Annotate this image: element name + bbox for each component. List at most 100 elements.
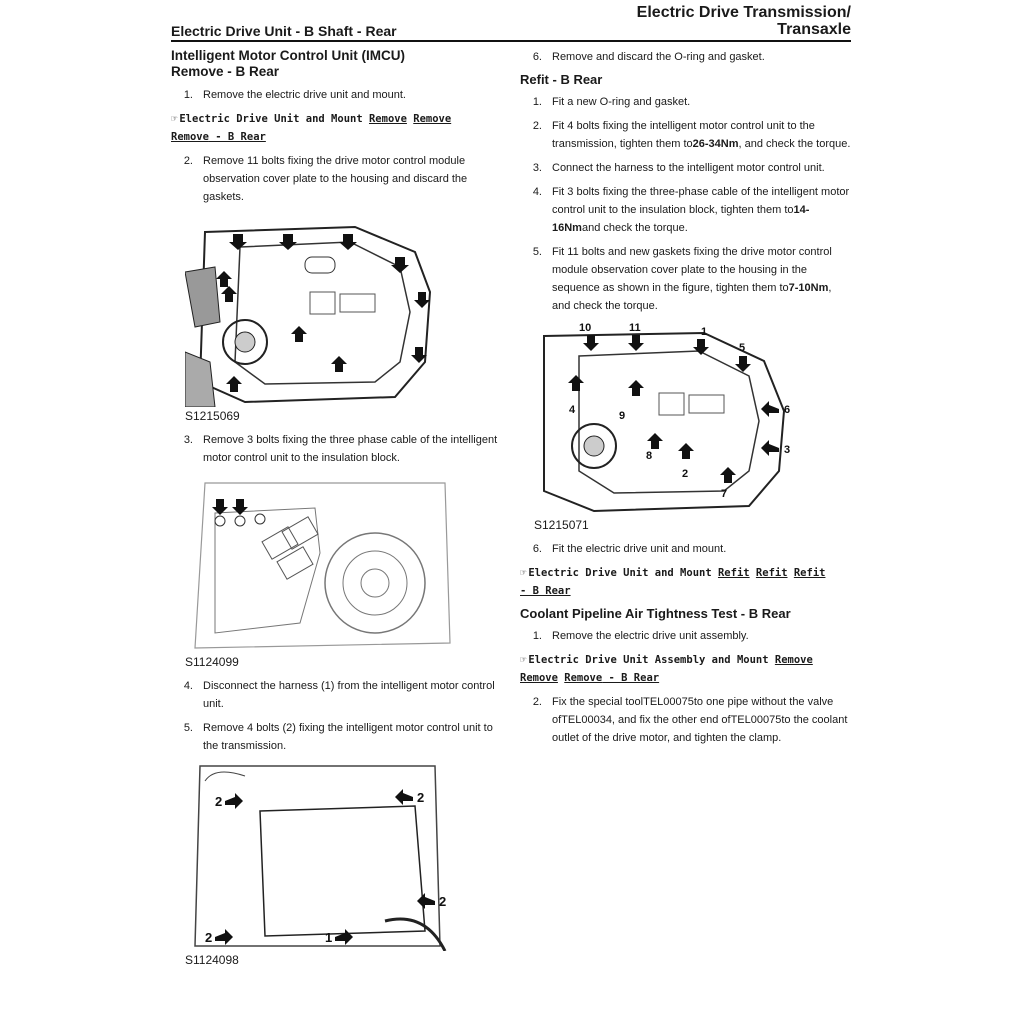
left-column: Intelligent Motor Control Unit (IMCU) Re… <box>171 48 501 975</box>
step-number: 6. <box>532 51 542 63</box>
figure-three-phase: S1124099 <box>185 473 501 669</box>
callout-2: 2 <box>205 930 212 945</box>
step-text-pre: Fit 3 bolts fixing the three-phase cable… <box>552 186 850 216</box>
ref-link-remove[interactable]: Remove <box>520 672 558 684</box>
header-right-title: Electric Drive Transmission/ Transaxle <box>637 4 851 38</box>
step-text: Fit 3 bolts fixing the three-phase cable… <box>552 183 852 237</box>
ref-link-remove[interactable]: Remove <box>774 654 813 666</box>
step-number: 5. <box>532 246 542 258</box>
seq-callout: 1 <box>701 326 707 338</box>
step-number: 2. <box>532 120 542 132</box>
ref-link-remove[interactable]: Remove <box>413 113 452 125</box>
step-text: Remove the electric drive unit assembly. <box>552 630 749 642</box>
step-number: 4. <box>532 186 542 198</box>
ref-link-refit[interactable]: Refit <box>793 567 826 579</box>
step-number: 1. <box>183 89 193 101</box>
step-text: Fix the special toolTEL00075to one pipe … <box>552 696 848 744</box>
figure-bolt-sequence: 10 11 1 5 4 9 6 8 3 2 7 S1215071 <box>534 321 852 532</box>
callout-2: 2 <box>417 790 424 805</box>
coolant-step-2: 2. Fix the special toolTEL00075to one pi… <box>520 693 852 747</box>
refit-step-6: 6. Fit the electric drive unit and mount… <box>520 540 852 558</box>
step-number: 3. <box>532 162 542 174</box>
step-text-pre: Fit 11 bolts and new gaskets fixing the … <box>552 246 832 294</box>
step-text: Remove and discard the O-ring and gasket… <box>552 51 765 63</box>
coolant-test-title: Coolant Pipeline Air Tightness Test - B … <box>520 606 791 621</box>
seq-callout: 5 <box>739 342 745 354</box>
right-column: 6. Remove and discard the O-ring and gas… <box>520 48 852 753</box>
step-text: Remove the electric drive unit and mount… <box>203 89 406 101</box>
step-number: 5. <box>183 722 193 734</box>
seq-callout: 8 <box>646 450 652 462</box>
seq-callout: 4 <box>569 404 576 416</box>
ref-link-refit[interactable]: Refit <box>755 567 788 579</box>
seq-callout: 6 <box>784 404 790 416</box>
header-right-line2: Transaxle <box>777 21 851 38</box>
refit-step-5: 5. Fit 11 bolts and new gaskets fixing t… <box>520 243 852 315</box>
figure-label: S1215069 <box>185 409 240 423</box>
ref-text: Electric Drive Unit and Mount <box>179 113 363 125</box>
callout-2: 2 <box>215 794 222 809</box>
step-text: Fit 11 bolts and new gaskets fixing the … <box>552 243 852 315</box>
coolant-step-1: 1. Remove the electric drive unit assemb… <box>520 627 852 645</box>
refit-title: Refit - B Rear <box>520 72 603 87</box>
seq-callout: 11 <box>629 322 641 334</box>
figure-imcu-bolts: 2 2 2 2 1 S1124098 <box>185 761 501 967</box>
refit-step-4: 4. Fit 3 bolts fixing the three-phase ca… <box>520 183 852 237</box>
figure-label: S1124098 <box>185 953 239 967</box>
figure-label: S1124099 <box>185 655 239 669</box>
ref-suffix[interactable]: - B Rear <box>520 585 571 597</box>
step-number: 2. <box>183 155 193 167</box>
ref-link-remove[interactable]: Remove <box>368 113 407 125</box>
step-4: 4. Disconnect the harness (1) from the i… <box>171 677 501 713</box>
step-2: 2. Remove 11 bolts fixing the drive moto… <box>171 152 501 206</box>
step-text-pre: Fit 4 bolts fixing the intelligent motor… <box>552 120 815 150</box>
step-number: 6. <box>532 543 542 555</box>
step-text-post: , and check the torque. <box>738 138 851 150</box>
torque-value: 7-10Nm <box>788 282 829 294</box>
step-number: 3. <box>183 434 193 446</box>
title-line1: Intelligent Motor Control Unit (IMCU) <box>171 48 405 63</box>
ref-text: Electric Drive Unit and Mount <box>528 567 712 579</box>
step-text: Fit a new O-ring and gasket. <box>552 96 691 108</box>
step-number: 1. <box>532 630 542 642</box>
seq-callout: 7 <box>721 488 727 500</box>
title-line2: Remove - B Rear <box>171 64 280 79</box>
step-text: Remove 3 bolts fixing the three phase ca… <box>203 434 498 464</box>
figure-cover-plate: S1215069 <box>185 212 501 423</box>
three-phase-illustration <box>185 473 455 653</box>
cross-reference-3: ☞Electric Drive Unit Assembly and Mount … <box>520 651 852 687</box>
step-text: Connect the harness to the intelligent m… <box>552 162 825 174</box>
step-3: 3. Remove 3 bolts fixing the three phase… <box>171 431 501 467</box>
refit-step-1: 1. Fit a new O-ring and gasket. <box>520 93 852 111</box>
hand-pointer-icon: ☞ <box>520 654 527 666</box>
step-text: Remove 4 bolts (2) fixing the intelligen… <box>203 722 493 752</box>
step-text: Disconnect the harness (1) from the inte… <box>203 680 495 710</box>
torque-value: 26-34Nm <box>692 138 739 150</box>
header-right-line1: Electric Drive Transmission/ <box>636 4 851 21</box>
page-header: Electric Drive Unit - B Shaft - Rear Ele… <box>171 4 851 42</box>
hand-pointer-icon: ☞ <box>171 113 178 125</box>
cross-reference-2: ☞Electric Drive Unit and Mount Refit Ref… <box>520 564 852 600</box>
ref-link-remove[interactable]: Remove <box>171 131 209 143</box>
ref-text: Electric Drive Unit Assembly and Mount <box>528 654 769 666</box>
step-text: Fit the electric drive unit and mount. <box>552 543 727 555</box>
ref-suffix[interactable]: - B Rear <box>602 672 660 684</box>
imcu-bolts-illustration: 2 2 2 2 1 <box>185 761 455 951</box>
seq-callout: 2 <box>682 468 688 480</box>
step-1: 1. Remove the electric drive unit and mo… <box>171 86 501 104</box>
cross-reference-1: ☞Electric Drive Unit and Mount Remove Re… <box>171 110 501 146</box>
step-text: Fit 4 bolts fixing the intelligent motor… <box>552 117 852 153</box>
refit-step-2: 2. Fit 4 bolts fixing the intelligent mo… <box>520 117 852 153</box>
ref-suffix[interactable]: - B Rear <box>208 131 266 143</box>
figure-label: S1215071 <box>534 518 589 532</box>
ref-link-remove[interactable]: Remove <box>564 672 603 684</box>
step-number: 2. <box>532 696 542 708</box>
ref-link-refit[interactable]: Refit <box>717 567 750 579</box>
callout-1: 1 <box>325 930 332 945</box>
seq-callout: 3 <box>784 444 790 456</box>
header-left-title: Electric Drive Unit - B Shaft - Rear <box>171 23 397 39</box>
step-5: 5. Remove 4 bolts (2) fixing the intelli… <box>171 719 501 755</box>
step-6: 6. Remove and discard the O-ring and gas… <box>520 48 852 66</box>
seq-callout: 10 <box>579 322 591 334</box>
step-number: 1. <box>532 96 542 108</box>
